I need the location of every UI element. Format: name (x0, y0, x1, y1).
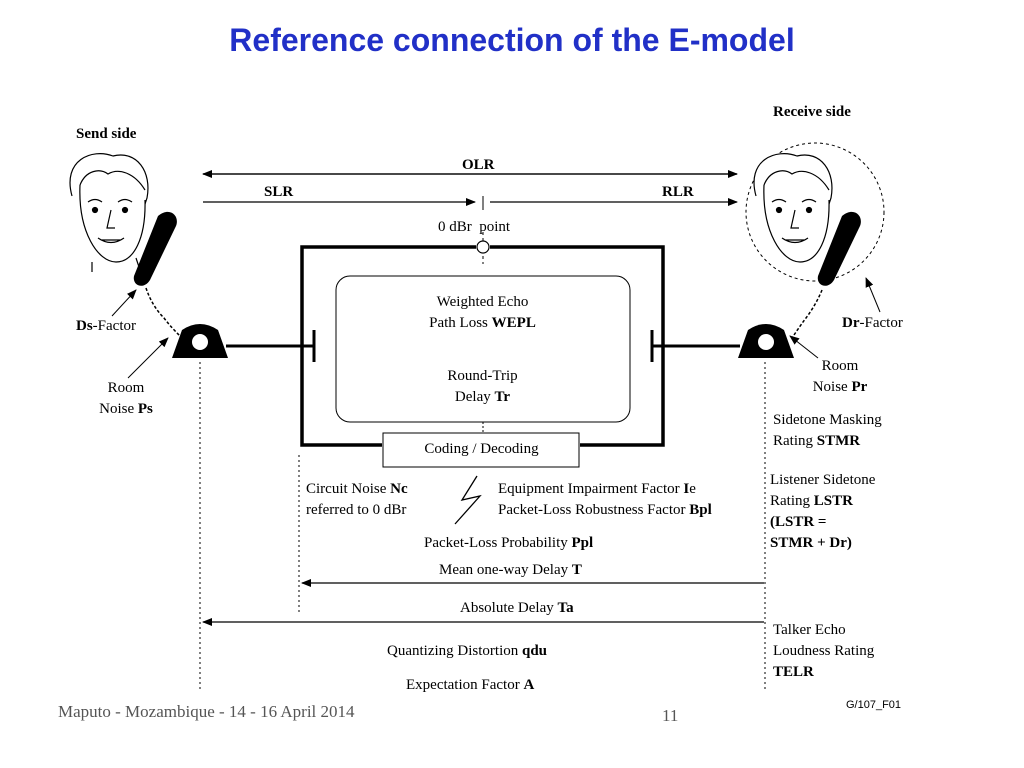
pointer-lines (111, 277, 881, 379)
footer-location-date: Maputo - Mozambique - 14 - 16 April 2014 (58, 702, 355, 721)
send-telephone-icon (172, 324, 228, 358)
expectation-factor-label: Expectation Factor A (406, 677, 535, 693)
zero-dbr-point (476, 240, 490, 254)
packet-loss-probability-label: Packet-Loss Probability Ppl (424, 535, 594, 551)
mean-delay-label: Mean one-way Delay T (439, 562, 582, 578)
rlr-label: RLR (662, 184, 694, 200)
dr-factor-label: Dr-Factor (842, 315, 903, 331)
reference-dotted-lines (199, 362, 766, 690)
zero-dbr-point-label: 0 dBr point (438, 219, 511, 235)
olr-label: OLR (462, 157, 495, 173)
noise-bolt-icon (454, 475, 482, 525)
send-side-label: Send side (76, 126, 137, 142)
qdu-label: Quantizing Distortion qdu (387, 643, 548, 659)
figure-id: G/107_F01 (846, 699, 902, 711)
send-handset-icon (133, 211, 183, 339)
ds-factor-label: Ds-Factor (76, 318, 136, 334)
send-person-icon (69, 153, 149, 272)
coding-box (382, 432, 580, 468)
line-terminations (226, 330, 740, 362)
slr-label: SLR (264, 184, 294, 200)
receive-person-icon (753, 153, 833, 263)
connection-frame (300, 245, 665, 447)
receive-side-circle (745, 142, 885, 282)
coding-decoding-label: Coding / Decoding (424, 441, 539, 457)
slide-title: Reference connection of the E-model (229, 22, 795, 58)
receive-telephone-icon (738, 324, 794, 358)
page-number: 11 (662, 706, 679, 725)
receive-handset-icon (791, 211, 861, 339)
receive-side-label: Receive side (773, 104, 851, 120)
absolute-delay-label: Absolute Delay Ta (460, 600, 574, 616)
